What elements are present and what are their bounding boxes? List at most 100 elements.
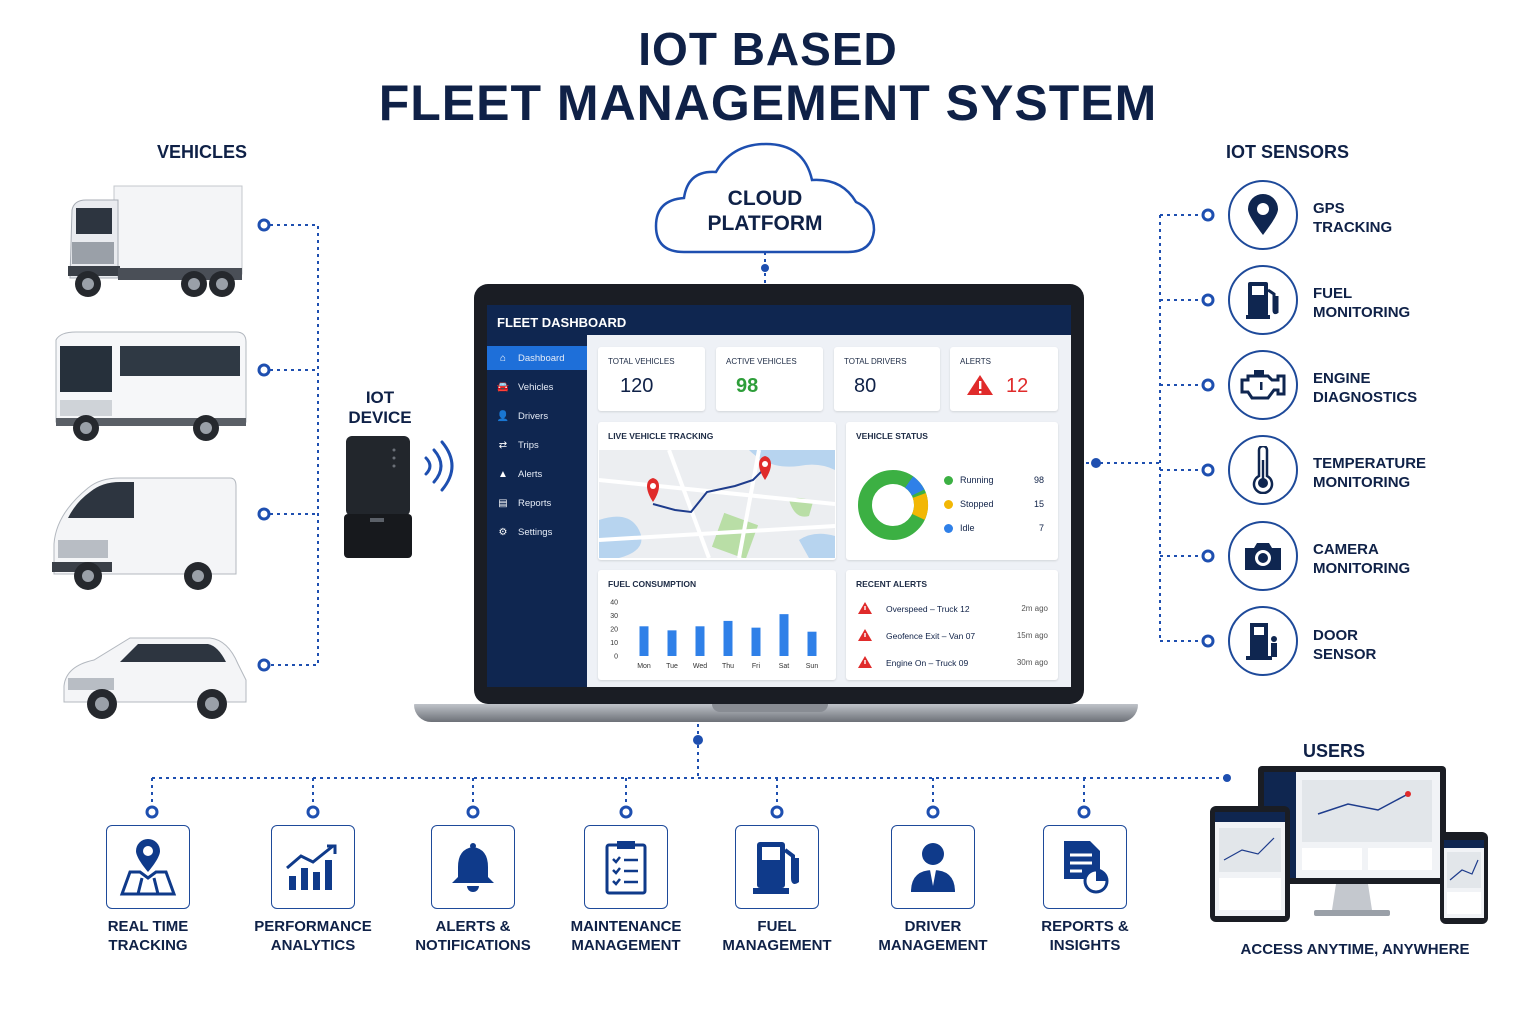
sidebar-item-vehicles[interactable]: 🚘Vehicles [496,381,554,393]
gear-icon: ⚙ [498,526,508,538]
alert-item[interactable]: Overspeed – Truck 12 2m ago [858,602,1052,631]
stat-card-total-drivers: TOTAL DRIVERS 80 [834,347,940,411]
fuel-bar [723,620,733,656]
map-pin-icon [1248,194,1278,235]
sensor-engine [1228,350,1298,420]
status-dot [944,500,953,509]
fuel-pump-icon [753,842,799,894]
feature-driver-management [891,825,975,909]
x-tick-label: Fri [752,663,761,670]
y-tick-label: 30 [610,613,618,620]
feature-fuel-management [735,825,819,909]
thermometer-icon [1252,446,1274,494]
feature-reports-insights [1043,825,1127,909]
fuel-bar [807,631,817,656]
feature-real-time-tracking [106,825,190,909]
camera-icon [1245,543,1281,570]
title-line-1: IOT BASED [638,23,898,75]
status-legend: Running 98 Stopped 15 Idle 7 [944,475,1048,547]
fuel-bar [667,630,677,656]
home-icon: ⌂ [499,352,507,364]
fuel-bar [695,626,705,656]
warning-icon [858,602,872,614]
door-sensor-icon [1246,623,1277,660]
stat-card-active-vehicles: ACTIVE VEHICLES 98 [716,347,823,411]
x-tick-label: Sun [806,663,819,670]
sidebar-item-drivers[interactable]: 👤Drivers [496,410,549,422]
van-icon [52,477,237,590]
report-icon: ▤ [498,497,508,509]
sidebar-item-alerts[interactable]: ▲Alerts [498,468,543,480]
report-icon [1064,841,1109,894]
y-tick-label: 20 [610,627,618,634]
tracking-map[interactable] [599,450,835,558]
suv-icon [63,637,247,719]
recent-alerts-card: RECENT ALERTS Overspeed – Truck 12 2m ag… [846,570,1058,680]
dashboard-title: FLEET DASHBOARD [497,315,627,330]
x-tick-label: Wed [693,663,707,670]
x-tick-label: Thu [722,663,734,670]
bus-icon [55,331,247,441]
laptop-base [414,704,1138,722]
obd-device-icon [344,436,454,558]
sensor-temperature [1228,435,1298,505]
feature-performance-analytics [271,825,355,909]
vehicles-heading: VEHICLES [157,142,248,162]
driver-icon [911,843,955,892]
user-icon: 👤 [496,410,510,422]
feature-reports-insights-label: REPORTS &INSIGHTS [1041,918,1129,954]
status-item-idle: Idle 7 [944,523,1048,547]
sensor-fuel [1228,265,1298,335]
fuel-bar [751,627,761,656]
analytics-icon [286,844,337,890]
alert-item[interactable]: Engine On – Truck 09 30m ago [858,656,1052,685]
sidebar-item-settings[interactable]: ⚙Settings [498,526,553,538]
stat-card-alerts: ALERTS 12 [950,347,1058,411]
status-item-running: Running 98 [944,475,1048,499]
fuel-bar [779,614,789,656]
users-caption: ACCESS ANYTIME, ANYWHERE [1240,941,1470,958]
x-tick-label: Sat [779,663,790,670]
users-heading: USERS [1303,741,1366,761]
y-tick-label: 0 [614,654,618,661]
sidebar-item-reports[interactable]: ▤Reports [498,497,552,509]
cloud-icon [654,142,876,254]
x-tick-label: Mon [637,663,651,670]
sidebar-item-dashboard[interactable]: ⌂Dashboard [487,346,587,370]
feature-alerts-notifications [431,825,515,909]
status-dot [944,476,953,485]
bell-icon [452,843,494,892]
dashboard-sidebar: ⌂Dashboard 🚘Vehicles 👤Drivers ⇄Trips ▲Al… [487,343,587,687]
vehicle-status-card: VEHICLE STATUS Running 98 Stopped 15 [846,422,1058,560]
status-donut-chart [858,470,928,540]
map-pin-icon [647,478,659,502]
y-tick-label: 40 [610,600,618,607]
warning-icon [858,629,872,641]
warning-icon [858,656,872,668]
x-tick-label: Tue [666,663,678,670]
laptop-notch [712,704,828,712]
y-tick-label: 10 [610,640,618,647]
sidebar-item-trips[interactable]: ⇄Trips [498,439,539,451]
sensor-camera [1228,521,1298,591]
route-icon: ⇄ [498,439,508,451]
alert-item[interactable]: Geofence Exit – Van 07 15m ago [858,629,1052,658]
sensor-door [1228,606,1298,676]
alert-list: Overspeed – Truck 12 2m ago Geofence Exi… [858,602,1052,685]
title-line-2: FLEET MANAGEMENT SYSTEM [378,75,1158,131]
feature-alerts-notifications-label: ALERTS &NOTIFICATIONS [415,918,531,954]
fleet-dashboard: FLEET DASHBOARD ⌂Dashboard 🚘Vehicles 👤Dr… [487,305,1071,687]
engine-icon [1240,370,1286,400]
sensor-gps [1228,180,1298,250]
